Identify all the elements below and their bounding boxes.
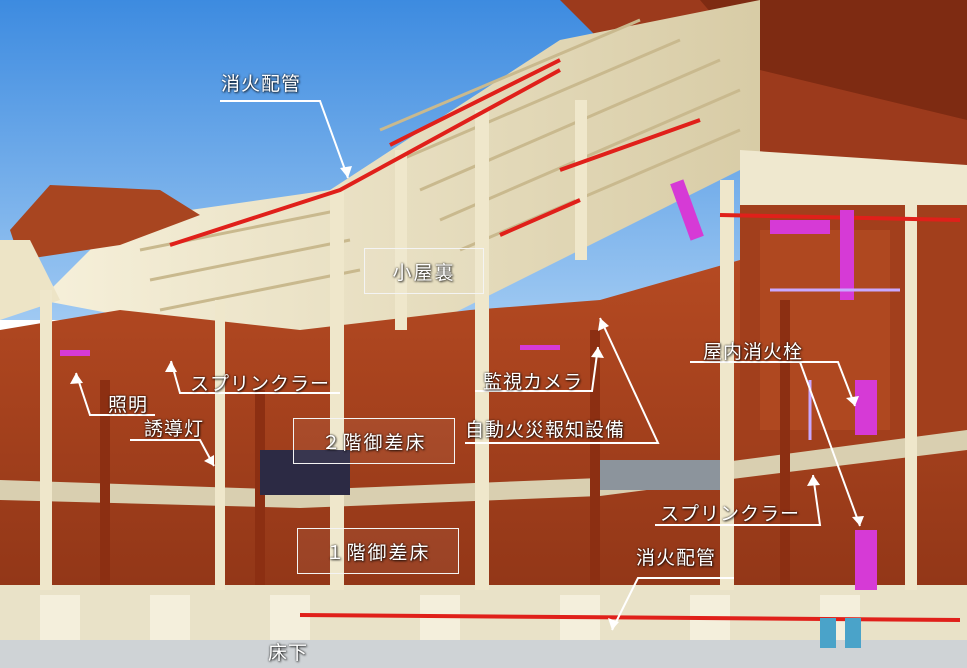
zone-attic: 小屋裏 xyxy=(364,248,484,294)
label-underfloor: 床下 xyxy=(268,642,309,664)
label-sprinkler-left: スプリンクラー xyxy=(190,373,331,395)
roof-left xyxy=(10,185,200,260)
altar xyxy=(260,450,350,495)
second-floor-slab xyxy=(0,430,967,508)
label-lighting: 照明 xyxy=(108,394,149,416)
label-guide-light: 誘導灯 xyxy=(144,418,205,440)
zone-second-floor: ２階御差床 xyxy=(293,418,455,464)
label-fire-pipe-bottom: 消火配管 xyxy=(636,547,717,569)
label-fire-alarm: 自動火災報知設備 xyxy=(465,419,626,441)
label-surveillance-camera: 監視カメラ xyxy=(483,371,584,393)
label-fire-pipe-top: 消火配管 xyxy=(221,73,302,95)
label-sprinkler-right: スプリンクラー xyxy=(660,503,801,525)
label-indoor-hydrant: 屋内消火栓 xyxy=(703,341,804,363)
zone-first-floor: １階御差床 xyxy=(297,528,459,574)
